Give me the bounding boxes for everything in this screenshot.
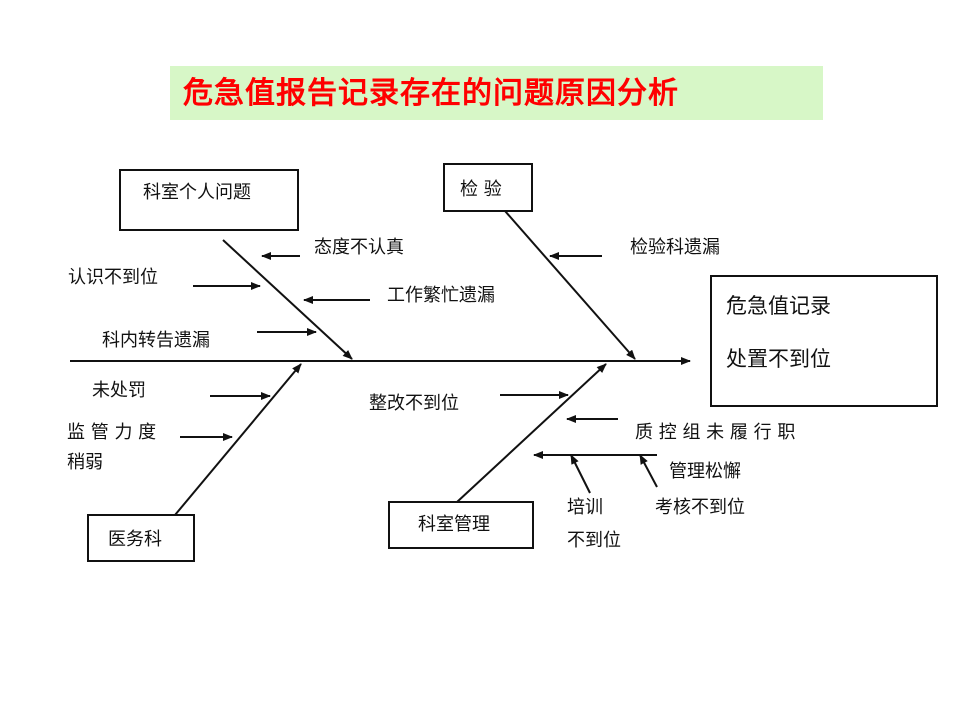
head-line-2: 处置不到位 [726,347,831,371]
cause-transfer-omission: 科内转告遗漏 [102,330,210,351]
head-box [710,275,938,407]
arrow-assessment [639,454,658,488]
category-box-lab [443,163,533,212]
category-box-personal [119,169,299,231]
bone-medical-affairs [174,363,302,516]
cause-rectification: 整改不到位 [369,393,459,414]
category-lab: 检 验 [460,179,502,200]
cause-lab-omission: 检验科遗漏 [630,237,720,258]
cause-loose-management: 管理松懈 [669,461,741,482]
cause-weak-supervision-1: 监 管 力 度 [67,422,156,443]
cause-qc-group: 质 控 组 未 履 行 职 [635,422,795,443]
cause-training-1: 培训 [567,497,603,518]
cause-assessment: 考核不到位 [655,497,745,518]
head-line-1: 危急值记录 [726,294,831,318]
category-box-medical-affairs [87,514,195,562]
cause-attitude: 态度不认真 [314,237,404,258]
cause-recognition: 认识不到位 [68,267,158,288]
arrow-training [570,454,591,494]
cause-no-punishment: 未处罚 [92,380,146,401]
cause-weak-supervision-2: 稍弱 [67,452,103,473]
title-banner [170,66,823,120]
category-personal: 科室个人问题 [143,182,251,203]
bone-dept-management [456,363,607,503]
bone-lab [504,210,636,360]
slide-title: 危急值报告记录存在的问题原因分析 [183,76,679,111]
bone-personal [222,239,353,360]
category-dept-management: 科室管理 [418,514,490,535]
cause-training-2: 不到位 [567,530,621,551]
category-medical-affairs: 医务科 [108,529,162,550]
category-box-dept-management [388,501,534,549]
cause-busy-omission: 工作繁忙遗漏 [387,285,495,306]
